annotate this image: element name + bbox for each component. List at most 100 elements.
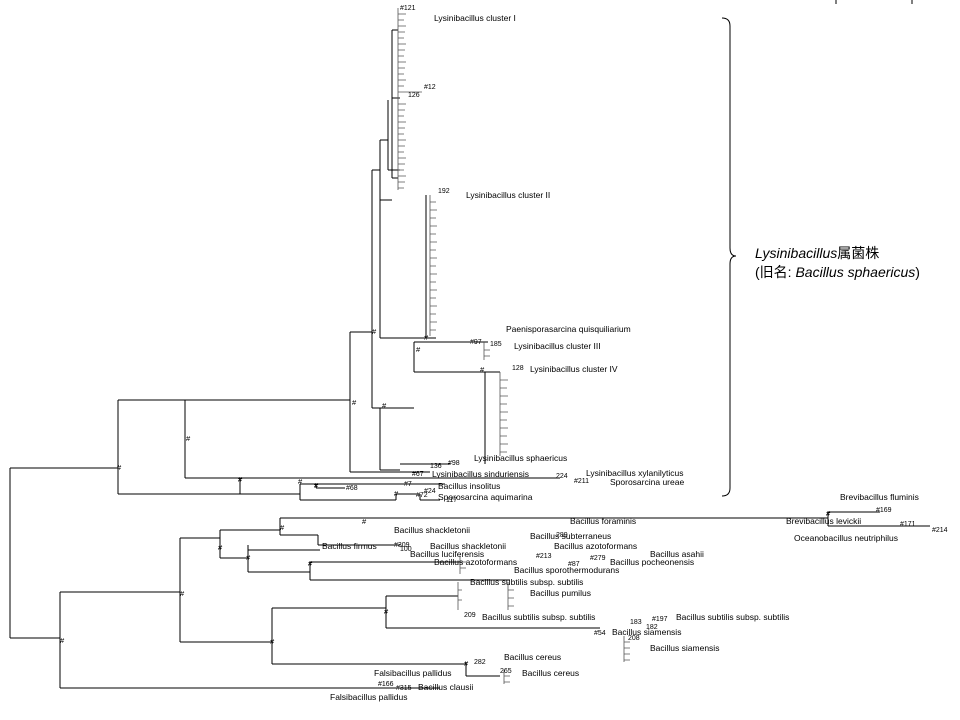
taxon-label: Bacillus siamensis <box>650 643 719 653</box>
taxon-label: Lysinibacillus xylanilyticus <box>586 468 683 478</box>
node-mark: # <box>384 607 389 616</box>
taxon-label: Sporosarcina ureae <box>610 477 684 487</box>
taxon-label: Bacillus azotoformans <box>434 557 517 567</box>
strain-id: 126 <box>408 92 420 99</box>
taxon-label: Bacillus subtilis subsp. subtilis <box>676 612 789 622</box>
node-mark: # <box>180 589 185 598</box>
strain-id: 128 <box>512 365 524 372</box>
strain-id: 209 <box>464 612 476 619</box>
strain-id: #98 <box>448 460 460 467</box>
strain-id: #72 <box>416 492 428 499</box>
strain-id: 182 <box>646 624 658 631</box>
strain-id: 183 <box>630 619 642 626</box>
taxon-label: Lysinibacillus sphaericus <box>474 453 567 463</box>
strain-id: #12 <box>424 84 436 91</box>
taxon-label: Falsibacillus pallidus <box>374 668 451 678</box>
taxon-label: Brevibacillus levickii <box>786 516 861 526</box>
taxon-label: Bacillus shackletonii <box>430 541 506 551</box>
taxon-label: Bacillus pumilus <box>530 588 591 598</box>
strain-id: #315 <box>396 685 412 692</box>
tree-branches <box>9 29 930 689</box>
strain-id: 224 <box>556 473 568 480</box>
node-mark: # <box>60 636 65 645</box>
node-mark: # <box>238 475 243 484</box>
strain-id: #171 <box>900 521 916 528</box>
node-mark: # <box>314 481 319 490</box>
taxon-label: Bacillus asahii <box>650 549 704 559</box>
node-mark: # <box>308 559 313 568</box>
node-mark: # <box>352 398 357 407</box>
cluster-label: Lysinibacillus cluster III <box>514 341 601 351</box>
node-mark: # <box>246 553 251 562</box>
strain-id: #214 <box>932 527 948 534</box>
node-mark: # <box>280 523 285 532</box>
strain-id: 136 <box>430 463 442 470</box>
taxon-label: Bacillus subtilis subsp. subtilis <box>470 577 583 587</box>
strain-ids: #121 #12 126 192 #97 185 128 136 #98 #67… <box>346 5 948 692</box>
strain-id: #67 <box>412 471 424 478</box>
leaf-ticks <box>397 8 630 684</box>
taxon-label: Bacillus azotoformans <box>554 541 637 551</box>
strain-id: 282 <box>474 659 486 666</box>
svg-text:(旧名: Bacillus sphaericus): (旧名: Bacillus sphaericus) <box>755 264 920 280</box>
node-markers: # # # # # # # # # # # # # # # # # # # # … <box>60 327 831 668</box>
node-mark: # <box>826 509 831 518</box>
strain-id: 117 <box>446 497 457 504</box>
strain-id: #309 <box>394 542 410 549</box>
taxon-label: Bacillus luciferensis <box>410 549 484 559</box>
node-mark: # <box>270 637 275 646</box>
taxon-label: Lysinibacillus sinduriensis <box>432 469 529 479</box>
strain-id: #279 <box>590 555 606 562</box>
taxon-label: Bacillus sporothermodurans <box>514 565 619 575</box>
strain-id: #54 <box>594 630 606 637</box>
taxon-labels: Lysinibacillus cluster I Lysinibacillus … <box>322 13 919 702</box>
strain-id: #87 <box>568 561 580 568</box>
strain-id: #166 <box>378 681 394 688</box>
strain-id: #169 <box>876 507 892 514</box>
strain-id: 100 <box>400 546 412 553</box>
strain-id: #211 <box>574 478 589 485</box>
strain-id: 289 <box>556 532 568 539</box>
group-oldname-suffix: ) <box>915 264 920 280</box>
corner-tick <box>835 0 913 4</box>
node-mark: # <box>464 659 469 668</box>
node-mark: # <box>480 365 485 374</box>
strain-id: #97 <box>470 339 482 346</box>
node-mark: # <box>416 345 421 354</box>
group-bracket <box>721 17 737 497</box>
svg-text:Lysinibacillus属菌株: Lysinibacillus属菌株 <box>755 245 879 261</box>
taxon-label: Bacillus subterraneus <box>530 531 611 541</box>
strain-id: 192 <box>438 188 450 195</box>
taxon-label: Bacillus pocheonensis <box>610 557 694 567</box>
taxon-label: Paenisporasarcina quisquiliarium <box>506 324 631 334</box>
node-mark: # <box>117 463 122 472</box>
node-mark: # <box>424 333 429 342</box>
taxon-label: Sporosarcina aquimarina <box>438 492 533 502</box>
taxon-label: Bacillus shackletonii <box>394 525 470 535</box>
cluster-label: Lysinibacillus cluster I <box>434 13 516 23</box>
node-mark: # <box>394 489 399 498</box>
strain-id: #24 <box>424 488 436 495</box>
node-mark: # <box>382 401 387 410</box>
strain-id: #213 <box>536 553 552 560</box>
strain-id: 208 <box>628 635 640 642</box>
node-mark: # <box>218 543 223 552</box>
strain-id: 185 <box>490 341 502 348</box>
node-mark: # <box>186 434 191 443</box>
strain-id: 265 <box>500 668 512 675</box>
taxon-label: Falsibacillus pallidus <box>330 692 407 702</box>
taxon-label: Bacillus insolitus <box>438 481 500 491</box>
taxon-label: Bacillus clausii <box>418 682 473 692</box>
group-label: Lysinibacillus属菌株 (旧名: Bacillus sphaeric… <box>755 245 920 280</box>
taxon-label: Bacillus firmus <box>322 541 377 551</box>
taxon-label: Bacillus cereus <box>504 652 561 662</box>
group-strains-text: 属菌株 <box>837 245 879 261</box>
taxon-label: Oceanobacillus neutriphilus <box>794 533 898 543</box>
node-mark: # <box>362 517 367 526</box>
group-oldname-prefix: (旧名: <box>755 264 795 280</box>
strain-id: #197 <box>652 616 668 623</box>
strain-id: #68 <box>346 485 358 492</box>
taxon-label: Brevibacillus fluminis <box>840 492 919 502</box>
